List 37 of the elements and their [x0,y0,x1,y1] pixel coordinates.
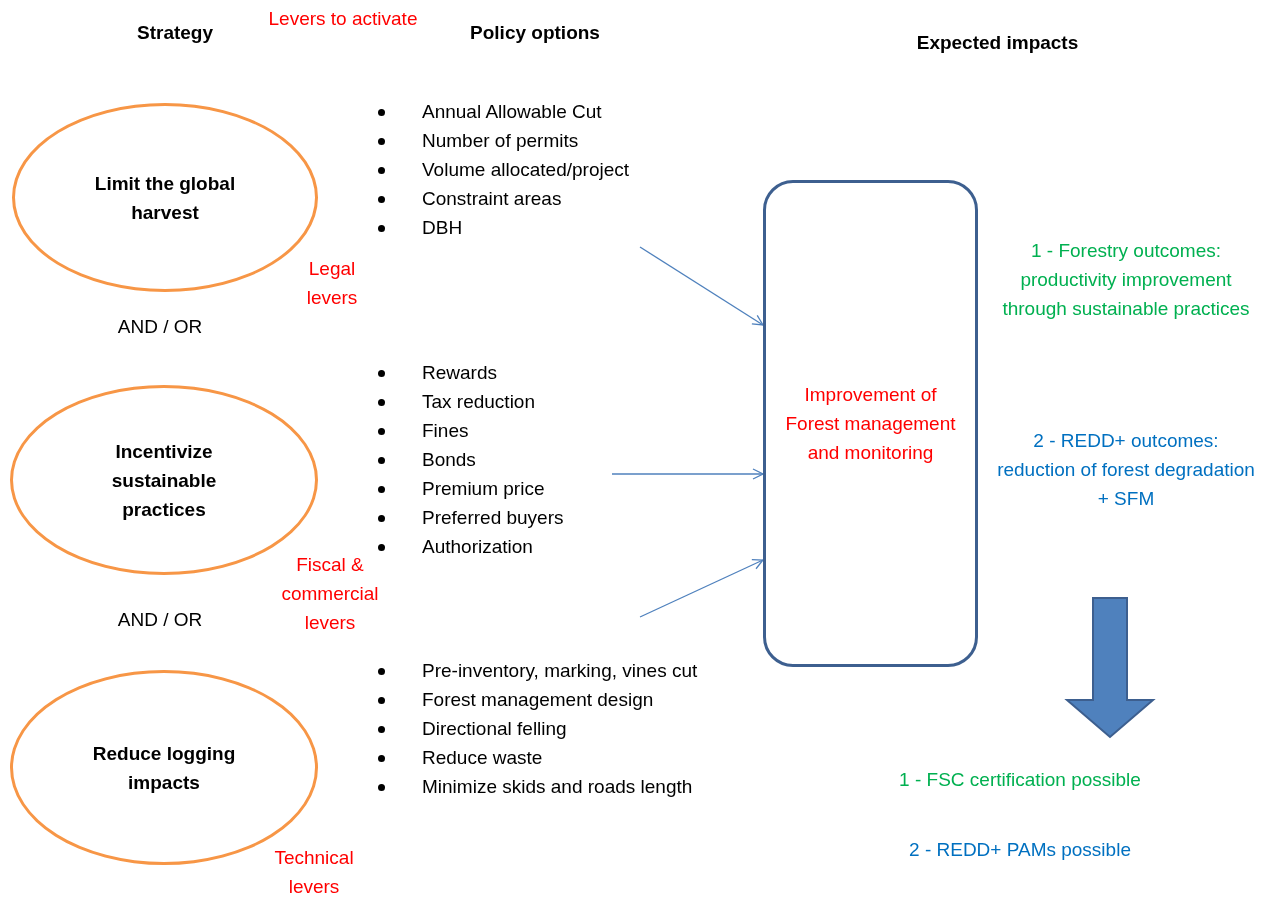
bullet-item: Preferred buyers [372,503,612,532]
bullet-item: Rewards [372,358,612,387]
text-label: Strategy [136,21,214,45]
bullet-item: Bonds [372,445,612,474]
outcome-text: 2 - REDD+ outcomes: reduction of forest degradation + SFM [996,429,1256,511]
text-label: Technical levers [273,846,355,899]
text-label: AND / OR [116,608,204,632]
bullet-item: Premium price [372,474,612,503]
text-label: Legal levers [305,257,359,310]
text-label: Policy options [469,21,601,45]
strategy-text: Reduce logging impacts [91,741,237,795]
bullet-item: Annual Allowable Cut [372,97,692,126]
outcome-text: 1 - Forestry outcomes: productivity improvement through sustainable practices [1001,239,1251,321]
bullet-item: Pre-inventory, marking, vines cut [372,656,762,685]
strategy-text: Incentivize sustainable practices [110,439,218,522]
bullet-item: Reduce waste [372,743,762,772]
outcome-text: 2 - REDD+ PAMs possible [908,838,1132,862]
text-label: Expected impacts [915,31,1080,55]
text-label: Levers to activate [267,7,419,31]
bullet-item: Constraint areas [372,184,692,213]
strategy-text: Limit the global harvest [93,171,237,225]
bullet-item: Fines [372,416,612,445]
bullet-item: Tax reduction [372,387,612,416]
bullet-item: Number of permits [372,126,692,155]
block-arrow [1064,597,1156,739]
bullet-item: Directional felling [372,714,762,743]
process-box [763,180,978,667]
bullet-item: Forest management design [372,685,762,714]
arrow [611,468,764,480]
text-label: AND / OR [116,315,204,339]
arrow [639,246,764,326]
bullet-item: Minimize skids and roads length [372,772,762,801]
bullet-item: Volume allocated/project [372,155,692,184]
bullet-item: DBH [372,213,692,242]
arrow [639,559,764,618]
box-text: Improvement of Forest management and monitoring [784,383,957,465]
outcome-text: 1 - FSC certification possible [898,768,1142,792]
